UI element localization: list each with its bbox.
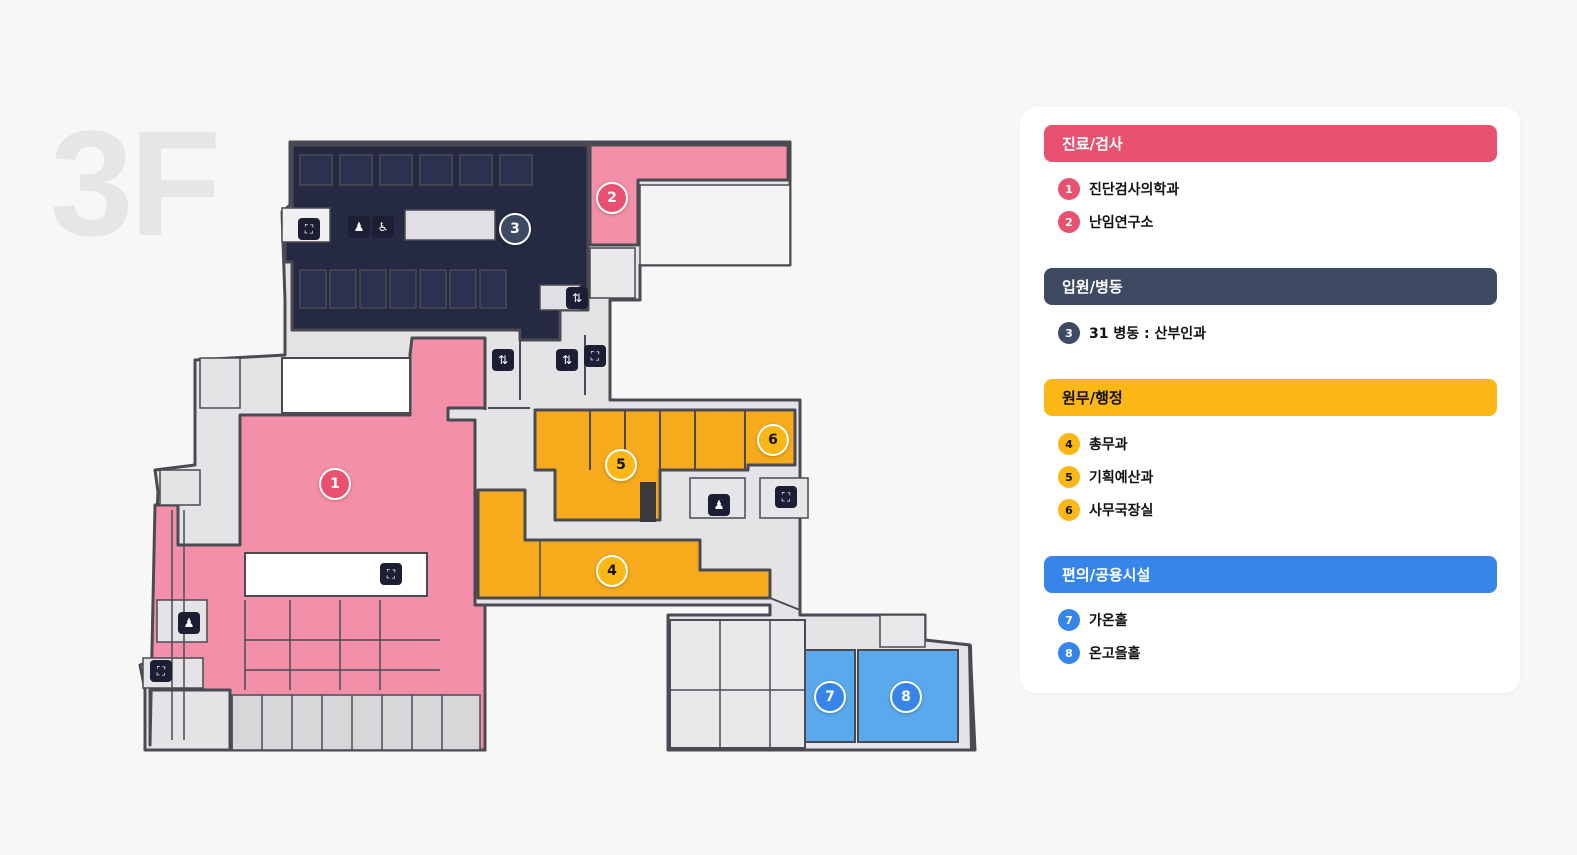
legend-badge: 6	[1058, 499, 1080, 521]
admin-pillar	[640, 482, 656, 522]
zone-marker-5[interactable]: 5	[605, 449, 637, 481]
side-room-2	[159, 469, 201, 506]
ward-room-2	[359, 269, 387, 309]
wheelchair-icon: ♿	[372, 216, 394, 238]
ward-room-top-2	[379, 154, 413, 186]
ward-room-top-5	[499, 154, 533, 186]
legend-label: 난임연구소	[1089, 215, 1154, 231]
legend-label: 총무과	[1089, 437, 1128, 453]
legend-category-4: 편의/공용시설	[1044, 556, 1497, 593]
side-room-1	[199, 357, 241, 409]
ward-room-top-1	[339, 154, 373, 186]
stairs-icon: ⛶	[298, 218, 320, 240]
legend-badge: 7	[1058, 609, 1080, 631]
legend-badge: 2	[1058, 211, 1080, 233]
stairs-icon: ⛶	[775, 486, 797, 508]
corridor-wall-5	[769, 597, 801, 611]
legend-item-1[interactable]: 1 진단검사의학과	[1058, 176, 1179, 202]
zone-marker-6[interactable]: 6	[757, 424, 789, 456]
ward-room-top-4	[459, 154, 493, 186]
ward-room-4	[419, 269, 447, 309]
legend-item-3[interactable]: 3 31 병동 : 산부인과	[1058, 320, 1206, 346]
lab-zone-1	[148, 336, 487, 752]
bottom-rooms	[231, 694, 481, 751]
ward-room-6	[479, 269, 507, 309]
admin-zone-4	[476, 488, 772, 600]
legend-item-4[interactable]: 4 총무과	[1058, 431, 1128, 457]
stairs-icon: ⛶	[584, 345, 606, 367]
legend-label: 가온홀	[1089, 613, 1128, 629]
stairs-icon: ⛶	[380, 563, 402, 585]
floor-label: 3F	[50, 99, 221, 267]
ward-open-area	[404, 209, 496, 241]
ward-room-5	[449, 269, 477, 309]
outer-wall-right	[968, 644, 974, 751]
legend-label: 31 병동 : 산부인과	[1089, 326, 1206, 342]
legend-label: 온고을홀	[1089, 646, 1141, 662]
zone-marker-3[interactable]: 3	[499, 213, 531, 245]
ward-room-1	[329, 269, 357, 309]
legend-category-1: 진료/검사	[1044, 125, 1497, 162]
legend-label: 진단검사의학과	[1089, 182, 1180, 198]
legend-category-title: 원무/행정	[1062, 389, 1123, 407]
zone-marker-8[interactable]: 8	[890, 681, 922, 713]
legend-badge: 4	[1058, 433, 1080, 455]
br-corner-room	[879, 614, 926, 648]
legend-badge: 1	[1058, 178, 1080, 200]
elevator-icon: ⇅	[556, 349, 578, 371]
elevator-icon: ⇅	[492, 349, 514, 371]
legend-badge: 8	[1058, 642, 1080, 664]
legend-label: 사무국장실	[1089, 503, 1154, 519]
legend-item-5[interactable]: 5 기획예산과	[1058, 464, 1153, 490]
legend-label: 기획예산과	[1089, 470, 1154, 486]
legend-badge: 5	[1058, 466, 1080, 488]
zone-marker-1[interactable]: 1	[319, 468, 351, 500]
zone-marker-4[interactable]: 4	[596, 555, 628, 587]
legend-category-3: 원무/행정	[1044, 379, 1497, 416]
legend-category-title: 진료/검사	[1062, 135, 1123, 153]
legend-badge: 3	[1058, 322, 1080, 344]
storage-room	[589, 247, 636, 299]
restroom-icon: ♟	[348, 216, 370, 238]
legend-item-2[interactable]: 2 난임연구소	[1058, 209, 1153, 235]
legend-category-title: 입원/병동	[1062, 278, 1123, 296]
light-well-1	[281, 357, 411, 414]
legend-item-8[interactable]: 8 온고을홀	[1058, 640, 1141, 666]
bottom-right-rooms	[669, 619, 806, 749]
ward-room-0	[299, 269, 327, 309]
legend-item-6[interactable]: 6 사무국장실	[1058, 497, 1153, 523]
restroom-icon: ♟	[708, 494, 730, 516]
zone-marker-7[interactable]: 7	[814, 681, 846, 713]
ward-room-top-3	[419, 154, 453, 186]
open-court-2	[639, 184, 791, 266]
legend-category-title: 편의/공용시설	[1062, 566, 1151, 584]
legend-item-7[interactable]: 7 가온홀	[1058, 607, 1128, 633]
legend-category-2: 입원/병동	[1044, 268, 1497, 305]
stairs-icon: ⛶	[150, 660, 172, 682]
ward-room-3	[389, 269, 417, 309]
restroom-icon: ♟	[178, 612, 200, 634]
zone-marker-2[interactable]: 2	[596, 182, 628, 214]
lab-zone-2	[588, 143, 790, 247]
floor-plan	[138, 140, 977, 752]
elevator-icon: ⇅	[566, 287, 588, 309]
ward-room-top-0	[299, 154, 333, 186]
